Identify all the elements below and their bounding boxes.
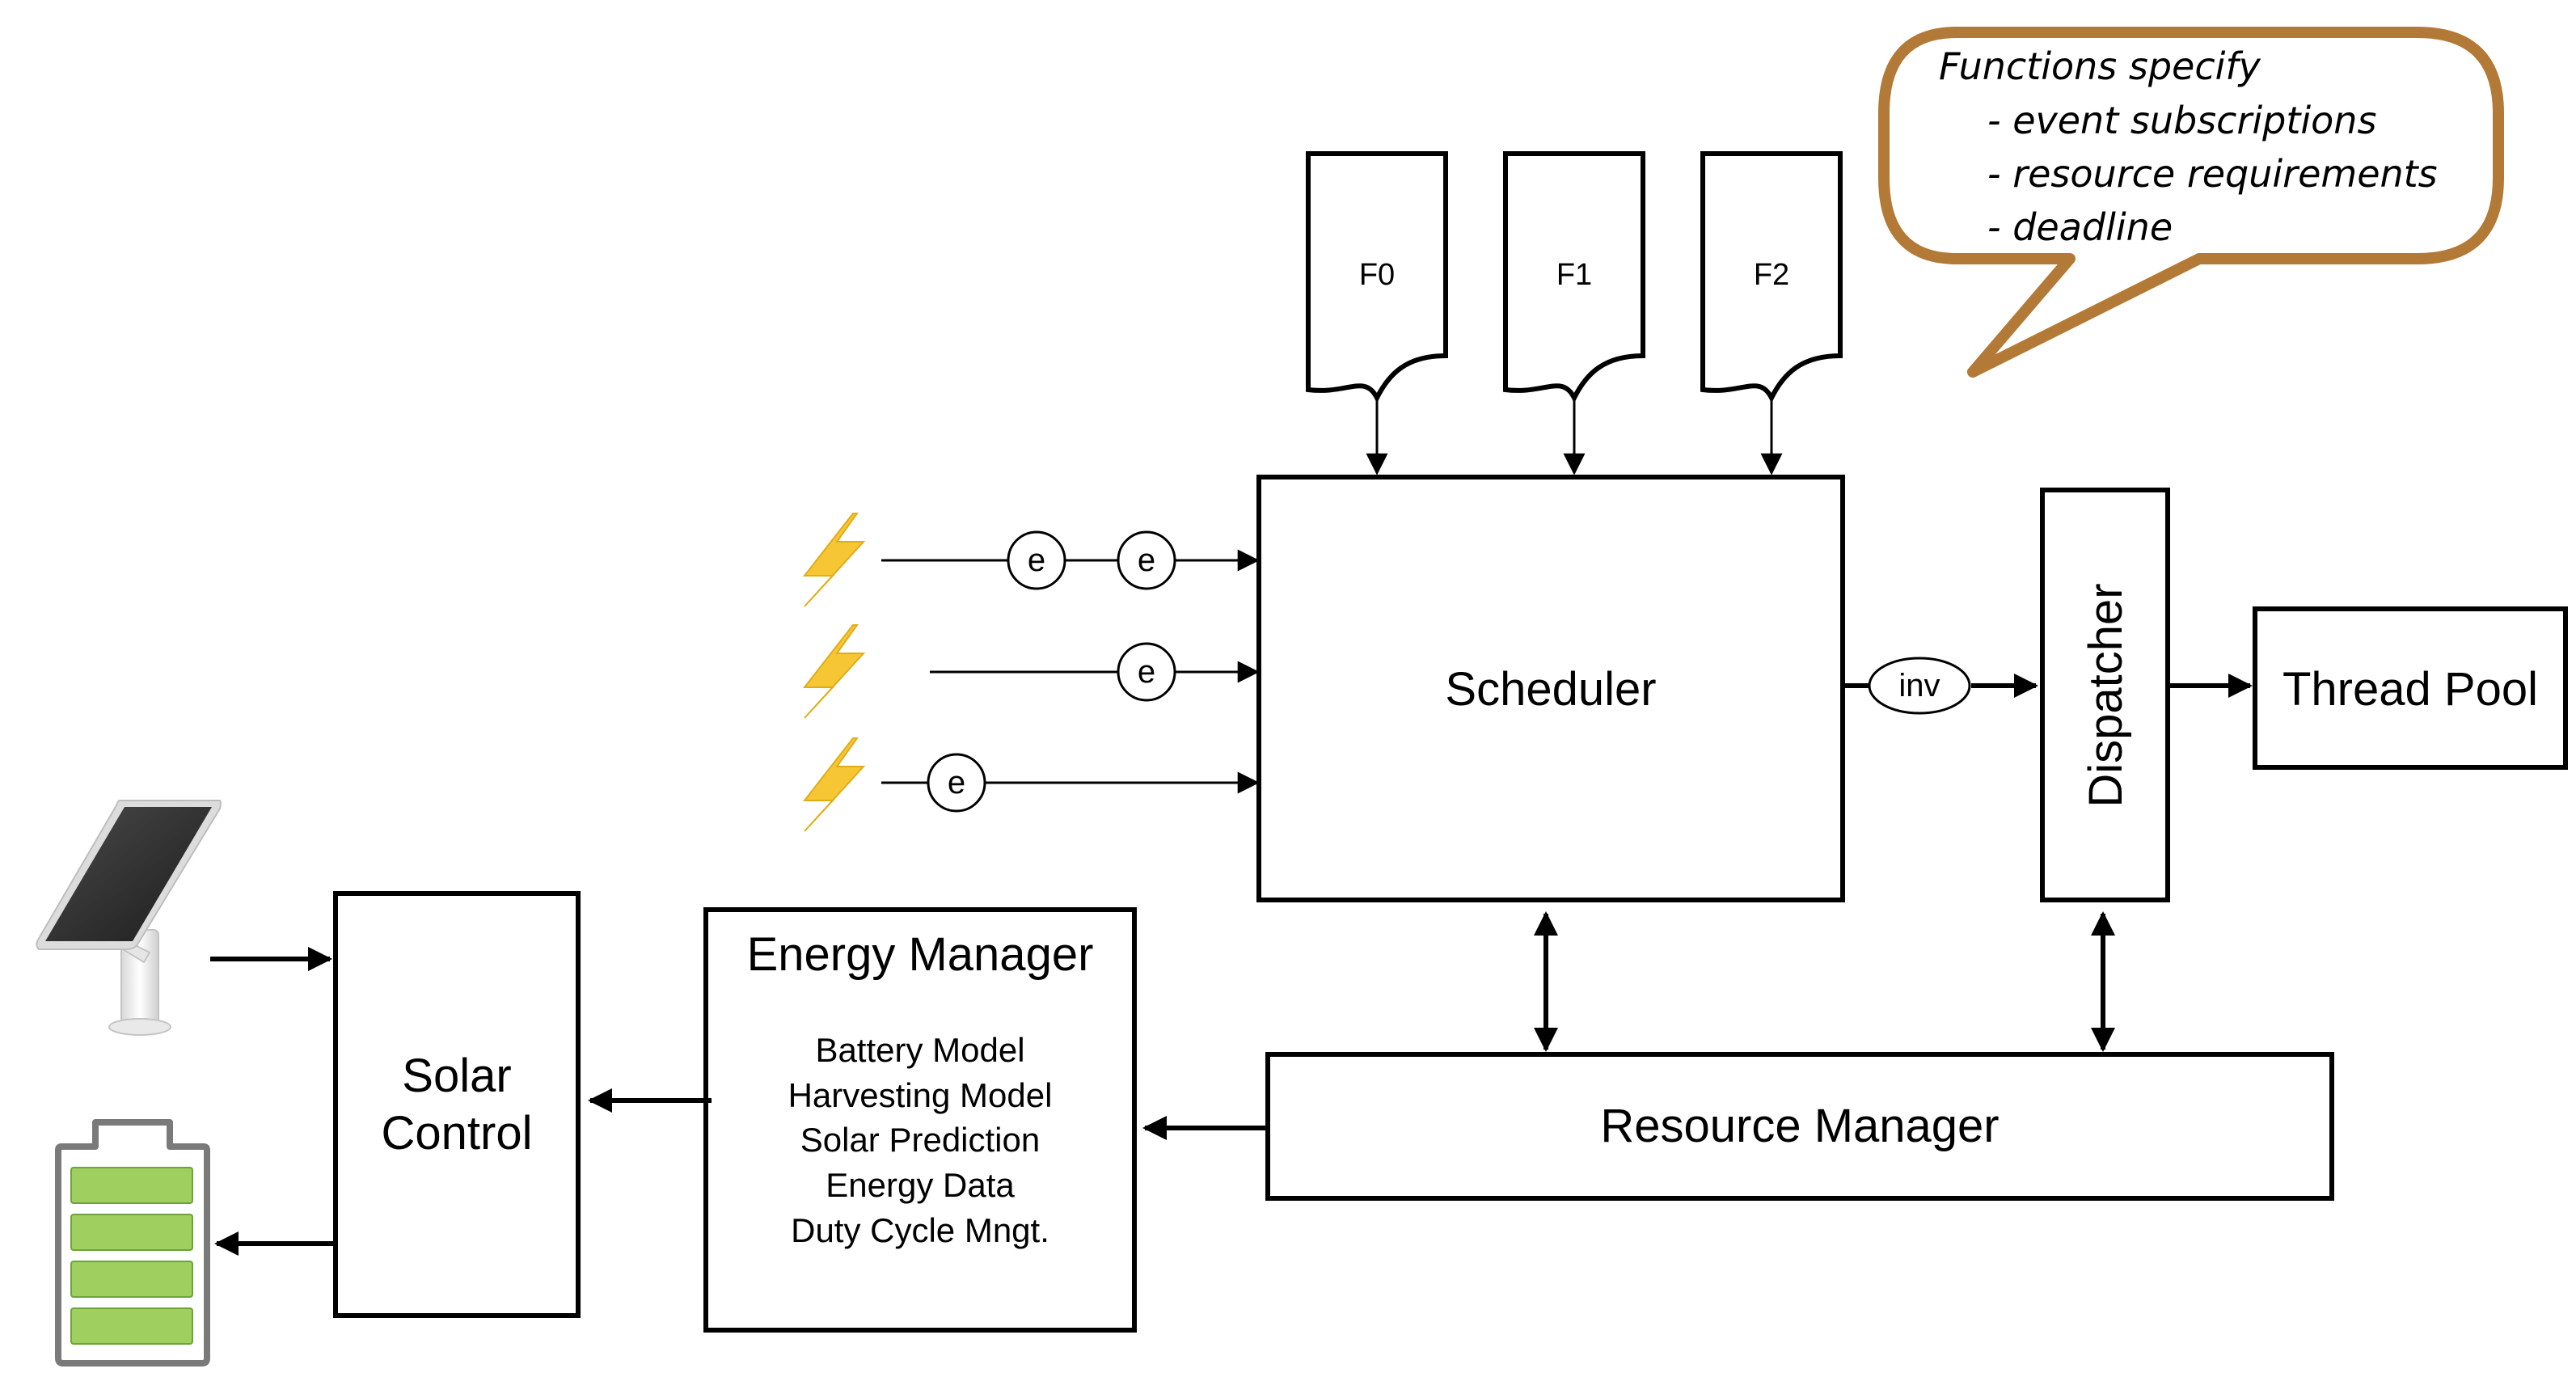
energy-manager-item-energy-data: Energy Data (826, 1166, 1015, 1204)
callout-item-event-subscriptions: - event subscriptions (1987, 99, 2376, 142)
solar-control-box: Solar Control (333, 891, 581, 1318)
function-label-f0: F0 (1359, 258, 1395, 292)
function-doc-f2: F2 (1700, 151, 1843, 403)
callout-border (1878, 27, 2504, 378)
solar-control-label-line1: Solar (402, 1050, 511, 1102)
svg-text:e: e (1138, 543, 1155, 578)
dispatcher-label: Dispatcher (2080, 583, 2132, 807)
energy-manager-item-harvesting-model: Harvesting Model (788, 1076, 1053, 1114)
event-token: e (1117, 642, 1176, 702)
energy-manager-item-duty-cycle: Duty Cycle Mngt. (791, 1211, 1049, 1249)
callout-title: Functions specify (1939, 44, 2261, 88)
svg-text:inv: inv (1898, 668, 1940, 703)
lightning-bolt-icon (802, 737, 866, 832)
scheduler-label: Scheduler (1445, 663, 1656, 716)
lightning-bolt-icon (802, 513, 866, 607)
energy-manager-item-solar-prediction: Solar Prediction (800, 1121, 1040, 1159)
thread-pool-label: Thread Pool (2283, 663, 2538, 716)
function-doc-f1: F1 (1503, 151, 1645, 403)
thread-pool-box: Thread Pool (2253, 606, 2568, 770)
solar-control-label-line2: Control (382, 1107, 533, 1160)
solar-panel-icon (36, 800, 222, 1036)
callout-item-resource-requirements: - resource requirements (1987, 152, 2438, 196)
lightning-bolt-icon (802, 624, 866, 719)
svg-text:e: e (1138, 654, 1155, 690)
scheduler-box: Scheduler (1256, 475, 1845, 902)
event-token: e (927, 753, 986, 813)
resource-manager-box: Resource Manager (1265, 1052, 2334, 1201)
function-doc-f0: F0 (1306, 151, 1448, 403)
resource-manager-label: Resource Manager (1600, 1100, 1999, 1152)
svg-text:e: e (1028, 543, 1045, 578)
event-token: e (1007, 530, 1066, 590)
dispatcher-box: Dispatcher (2040, 488, 2170, 902)
energy-manager-title: Energy Manager (747, 928, 1094, 981)
function-label-f1: F1 (1556, 258, 1592, 292)
energy-manager-box: Energy Manager Battery Model Harvesting … (703, 907, 1137, 1333)
callout-bubble: Functions specify - event subscriptions … (1878, 27, 2504, 378)
event-token: e (1117, 530, 1176, 590)
svg-text:e: e (948, 765, 965, 800)
battery-icon (55, 1119, 210, 1367)
energy-manager-item-battery-model: Battery Model (815, 1031, 1024, 1069)
invocation-token: inv (1868, 657, 1971, 715)
callout-item-deadline: - deadline (1987, 205, 2173, 249)
function-label-f2: F2 (1754, 258, 1789, 292)
